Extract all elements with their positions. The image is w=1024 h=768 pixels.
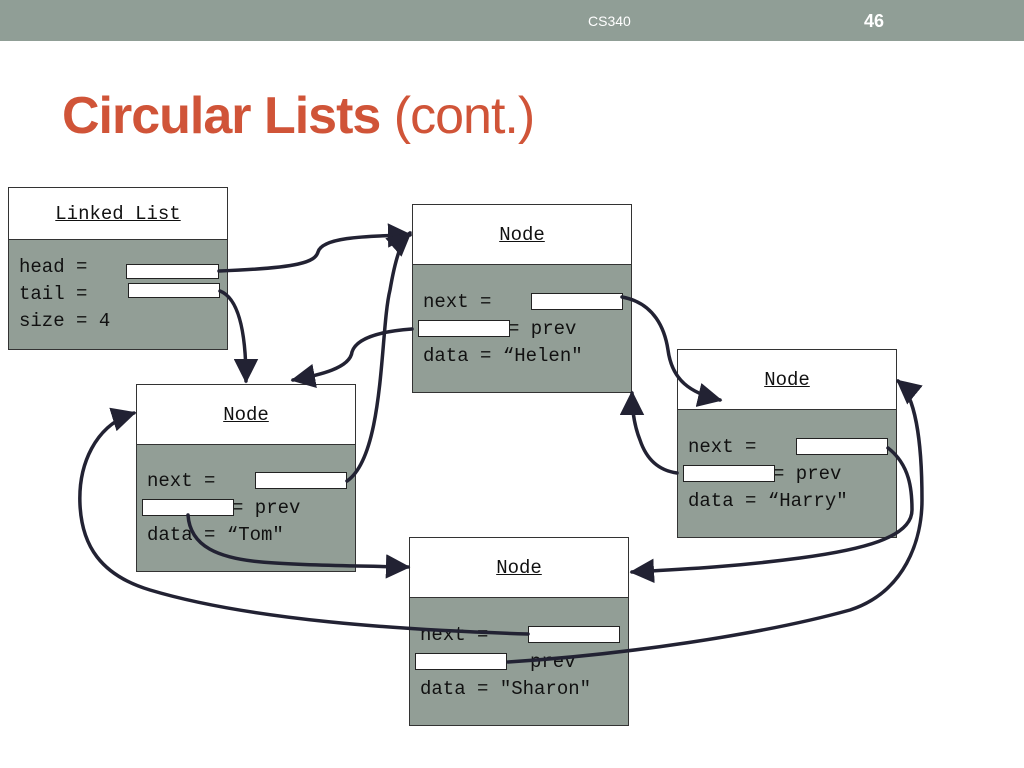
arrow-helen-prev-to-tom <box>290 327 414 389</box>
node-sharon-body: next = prev data = "Sharon" <box>410 598 628 725</box>
node-harry-prev-label: = prev <box>773 463 842 485</box>
node-harry-title: Node <box>764 369 810 391</box>
node-tom: Node next = = prev data = “Tom" <box>136 384 356 572</box>
course-label: CS340 <box>588 13 631 29</box>
node-tom-data-label: data = “Tom" <box>147 524 284 546</box>
size-label: size = 4 <box>19 310 111 332</box>
node-helen-header: Node <box>413 205 631 265</box>
slide-title: Circular Lists (cont.) <box>62 86 535 146</box>
tail-pointer-field <box>128 283 220 298</box>
tail-label: tail = <box>19 283 88 305</box>
node-sharon-title: Node <box>496 557 542 579</box>
arrow-harry-prev-to-helen <box>619 390 679 475</box>
node-harry-prev-field <box>683 465 775 482</box>
node-helen-prev-label: = prev <box>508 318 577 340</box>
node-sharon-next-label: next = <box>420 624 489 646</box>
node-tom-title: Node <box>223 404 269 426</box>
node-helen-next-field <box>531 293 623 310</box>
linked-list-header: Linked List <box>9 188 227 240</box>
node-sharon-data-label: data = "Sharon" <box>420 678 592 700</box>
slide-title-main: Circular Lists <box>62 87 381 145</box>
slide-title-sub: (cont.) <box>393 87 535 145</box>
node-harry-body: next = = prev data = “Harry" <box>678 410 896 537</box>
node-sharon-header: Node <box>410 538 628 598</box>
node-harry-header: Node <box>678 350 896 410</box>
node-sharon-next-field <box>528 626 620 643</box>
arrow-tom-next-to-helen <box>345 231 412 483</box>
linked-list-title: Linked List <box>55 203 181 225</box>
node-sharon: Node next = prev data = "Sharon" <box>409 537 629 726</box>
node-sharon-prev-label: prev <box>530 651 576 673</box>
node-harry-data-label: data = “Harry" <box>688 490 848 512</box>
linked-list-body: head = tail = size = 4 <box>9 240 227 349</box>
node-helen-data-label: data = “Helen" <box>423 345 583 367</box>
page-number: 46 <box>864 11 885 31</box>
node-tom-next-label: next = <box>147 470 216 492</box>
node-helen-next-label: next = <box>423 291 492 313</box>
node-helen-body: next = = prev data = “Helen" <box>413 265 631 392</box>
node-tom-body: next = = prev data = “Tom" <box>137 445 355 571</box>
node-helen-title: Node <box>499 224 545 246</box>
node-tom-prev-label: = prev <box>232 497 301 519</box>
node-harry: Node next = = prev data = “Harry" <box>677 349 897 538</box>
slide-header-bar: CS340 46 <box>0 0 1024 41</box>
head-label: head = <box>19 256 88 278</box>
node-tom-header: Node <box>137 385 355 445</box>
node-helen-prev-field <box>418 320 510 337</box>
node-sharon-prev-field <box>415 653 507 670</box>
node-tom-next-field <box>255 472 347 489</box>
node-harry-next-label: next = <box>688 436 757 458</box>
arrow-head-to-helen <box>217 223 413 273</box>
linked-list-box: Linked List head = tail = size = 4 <box>8 187 228 350</box>
node-helen: Node next = = prev data = “Helen" <box>412 204 632 393</box>
node-tom-prev-field <box>142 499 234 516</box>
node-harry-next-field <box>796 438 888 455</box>
head-pointer-field <box>126 264 219 279</box>
